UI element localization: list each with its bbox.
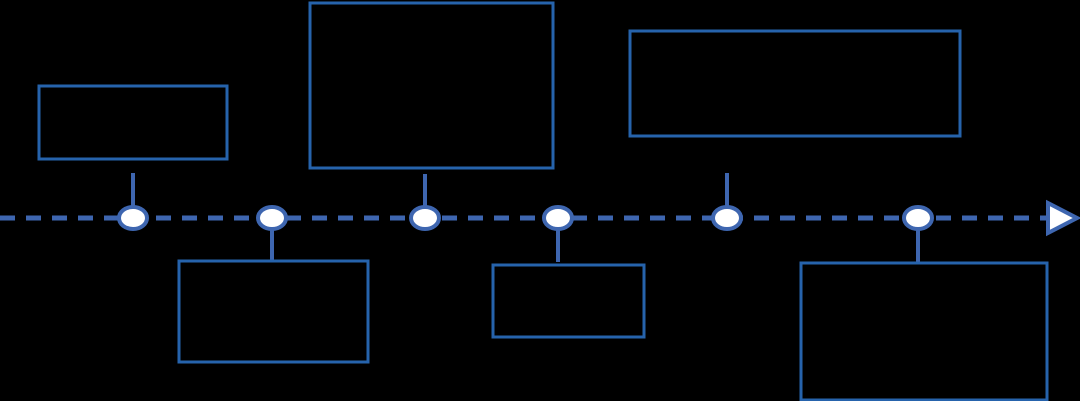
timeline-box-bottom-2 — [491, 263, 646, 339]
timeline-box-bottom-1 — [177, 259, 370, 364]
timeline-box-top-1 — [37, 84, 229, 161]
arrowhead-icon — [1046, 199, 1080, 237]
timeline-node-6 — [902, 205, 934, 231]
timeline-box-bottom-3 — [799, 261, 1049, 401]
timeline-node-3 — [409, 205, 441, 231]
timeline-node-1 — [117, 205, 149, 231]
timeline-box-top-3 — [628, 29, 962, 138]
timeline-node-5 — [711, 205, 743, 231]
timeline-box-top-2 — [308, 1, 555, 170]
timeline-node-2 — [256, 205, 288, 231]
timeline-node-4 — [542, 205, 574, 231]
